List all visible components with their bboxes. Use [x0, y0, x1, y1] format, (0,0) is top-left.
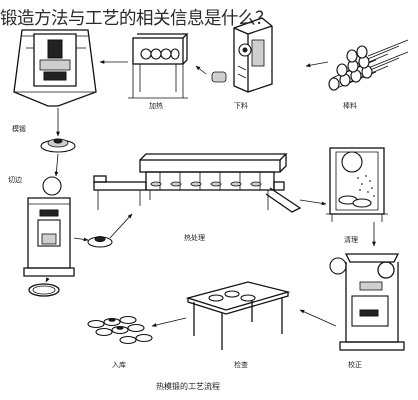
shear-machine-icon — [211, 17, 273, 93]
forged-part-icon — [40, 138, 76, 153]
label-forging: 模锻 — [12, 125, 26, 133]
diagram-caption: 热模锻的工艺流程 — [156, 382, 220, 391]
heat-treatment-furnace-icon — [93, 153, 302, 213]
flow-arrows — [45, 60, 376, 327]
flash-ring-icon — [28, 283, 60, 297]
trimmed-part-icon — [87, 236, 113, 248]
heating-furnace-icon — [128, 33, 189, 99]
label-cleaning: 清理 — [344, 236, 358, 244]
label-blanking: 下料 — [234, 102, 248, 110]
label-trimming: 切边 — [8, 176, 22, 184]
label-storage: 入库 — [112, 361, 126, 369]
label-inspection: 检查 — [234, 361, 248, 369]
finished-parts-icon — [87, 315, 153, 345]
calibration-press-icon — [329, 253, 405, 351]
label-heating: 加热 — [149, 102, 163, 110]
bar-stock-icon — [328, 39, 409, 91]
forging-press-icon — [13, 29, 97, 107]
label-raw-material: 棒料 — [343, 102, 357, 110]
label-calibration: 校正 — [348, 361, 362, 369]
page-title: 锻造方法与工艺的相关信息是什么？ — [0, 9, 273, 29]
trimming-press-icon — [23, 176, 75, 277]
label-heat-treatment: 热处理 — [184, 234, 205, 242]
cleaning-cabinet-icon — [326, 147, 388, 222]
inspection-table-icon — [185, 281, 291, 350]
